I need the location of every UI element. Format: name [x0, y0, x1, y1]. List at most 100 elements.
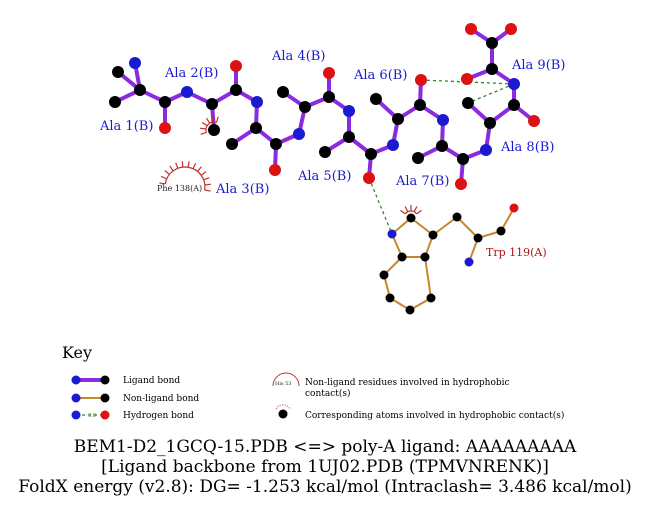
- oxygen-atom: [363, 172, 375, 184]
- ala3-hydrophobic-atom-arc: [200, 116, 219, 135]
- carbon-atom: [206, 98, 218, 110]
- hydrogen-bond: [368, 177, 393, 235]
- carbon-atom: [226, 138, 238, 150]
- carbon-atom: [370, 93, 382, 105]
- oxygen-atom: [230, 60, 242, 72]
- carbon-atom: [385, 293, 395, 303]
- carbon-atom: [412, 152, 424, 164]
- carbon-atom: [270, 138, 282, 150]
- carbon-atom: [452, 212, 462, 222]
- carbon-atom: [250, 122, 262, 134]
- key-hydrophobic-atom-sample: [275, 404, 291, 419]
- oxygen-atom: [269, 164, 281, 176]
- carbon-atom: [414, 99, 426, 111]
- caption-line3: FoldX energy (v2.8): DG= -1.253 kcal/mol…: [18, 477, 631, 497]
- nitrogen-atom: [508, 78, 520, 90]
- carbon-atom: [436, 140, 448, 152]
- carbon-atom: [508, 99, 520, 111]
- carbon-atom: [406, 213, 416, 223]
- hydrophobic-contacts: [159, 116, 422, 215]
- nitrogen-atom: [464, 257, 474, 267]
- label-ala7: Ala 7(B): [395, 174, 449, 189]
- nonligand-bond: [456, 216, 479, 239]
- nitrogen-atom: [343, 105, 355, 117]
- carbon-atom: [323, 91, 335, 103]
- label-ala5: Ala 5(B): [297, 169, 351, 184]
- oxygen-atom: [159, 122, 171, 134]
- oxygen-atom: [323, 67, 335, 79]
- carbon-atom: [277, 86, 289, 98]
- trp119-hydrophobic-atom-arc: [400, 205, 422, 215]
- carbon-atom: [343, 131, 355, 143]
- key-hydrophobic-residues-label2: contact(s): [305, 388, 351, 399]
- nitrogen-atom: [293, 128, 305, 140]
- key-nonligand-bond-sample: [71, 393, 110, 403]
- key-hydrophobic-atoms-label: Corresponding atoms involved in hydropho…: [305, 410, 564, 421]
- key-ligand-bond-sample: [71, 375, 110, 385]
- key-ligand-bond-label: Ligand bond: [123, 376, 180, 386]
- carbon-atom: [319, 146, 331, 158]
- nitrogen-atom: [251, 96, 263, 108]
- label-phe138: Phe 138(A): [157, 184, 202, 193]
- key-title: Key: [62, 343, 92, 362]
- carbon-atom: [159, 96, 171, 108]
- label-ala3: Ala 3(B): [215, 182, 269, 197]
- carbon-atom: [109, 96, 121, 108]
- oxygen-atom: [461, 73, 473, 85]
- carbon-atom: [208, 124, 220, 136]
- carbon-atom: [397, 252, 407, 262]
- carbon-atom: [462, 97, 474, 109]
- atoms: [109, 23, 540, 315]
- oxygen-atom: [505, 23, 517, 35]
- phe138-hydrophobic-arc: [159, 161, 211, 192]
- oxygen-atom: [465, 23, 477, 35]
- carbon-atom: [496, 226, 506, 236]
- key-hydrogen-bond-sample: [71, 410, 110, 420]
- carbon-atom: [392, 113, 404, 125]
- key-hydrophobic-residue-sample: [272, 372, 300, 387]
- carbon-atom: [134, 84, 146, 96]
- label-ala2: Ala 2(B): [164, 66, 218, 81]
- nitrogen-atom: [129, 57, 141, 69]
- carbon-atom: [405, 305, 415, 315]
- carbon-atom: [426, 293, 436, 303]
- carbon-atom: [486, 63, 498, 75]
- key-sample-residue: His 53: [275, 381, 291, 387]
- oxygen-atom: [509, 203, 519, 213]
- key-hydrogen-bond-label: Hydrogen bond: [123, 411, 194, 421]
- hydrogen-bonds: [368, 79, 515, 235]
- nonligand-bond: [424, 256, 432, 299]
- carbon-atom: [486, 37, 498, 49]
- label-trp119: Trp 119(A): [486, 246, 547, 259]
- nonligand-bond: [410, 217, 434, 236]
- carbon-atom: [379, 270, 389, 280]
- caption-line2: [Ligand backbone from 1UJ02.PDB (TPMVNRE…: [101, 457, 549, 477]
- nitrogen-atom: [181, 86, 193, 98]
- label-ala9: Ala 9(B): [511, 58, 565, 73]
- carbon-atom: [420, 252, 430, 262]
- carbon-atom: [473, 233, 483, 243]
- nitrogen-atom: [480, 144, 492, 156]
- label-ala1: Ala 1(B): [99, 119, 153, 134]
- oxygen-atom: [528, 115, 540, 127]
- carbon-atom: [428, 230, 438, 240]
- hydrogen-bond: [467, 83, 515, 104]
- carbon-atom: [230, 84, 242, 96]
- oxygen-atom: [415, 74, 427, 86]
- key-hbond-distance: 3.0: [88, 413, 96, 419]
- label-ala4: Ala 4(B): [271, 49, 325, 64]
- oxygen-atom: [455, 178, 467, 190]
- carbon-atom: [112, 66, 124, 78]
- label-ala8: Ala 8(B): [500, 140, 554, 155]
- nitrogen-atom: [387, 229, 397, 239]
- carbon-atom: [484, 117, 496, 129]
- key-hydrophobic-residues-label1: Non-ligand residues involved in hydropho…: [305, 378, 510, 388]
- nitrogen-atom: [437, 114, 449, 126]
- nonligand-bond: [432, 216, 458, 236]
- caption-line1: BEM1-D2_1GCQ-15.PDB <=> poly-A ligand: A…: [74, 437, 577, 457]
- label-ala6: Ala 6(B): [353, 68, 407, 83]
- carbon-atom: [365, 148, 377, 160]
- carbon-atom: [299, 101, 311, 113]
- nitrogen-atom: [387, 139, 399, 151]
